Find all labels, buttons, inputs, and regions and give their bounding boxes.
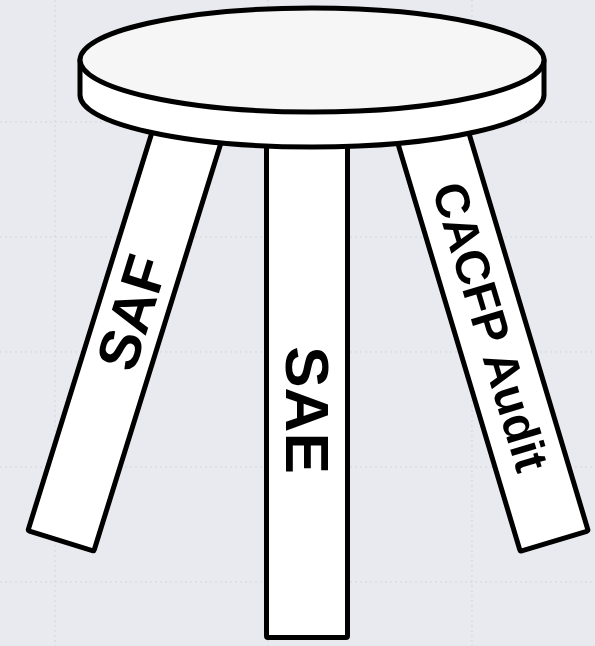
stool-leg: CACFP Audit [389,99,592,554]
stool-leg: SAE [264,110,350,640]
leg-label: SAE [276,346,338,473]
stool-leg: SAF [25,99,230,554]
leg-label: CACFP Audit [424,177,556,477]
leg-label: SAF [87,248,177,376]
